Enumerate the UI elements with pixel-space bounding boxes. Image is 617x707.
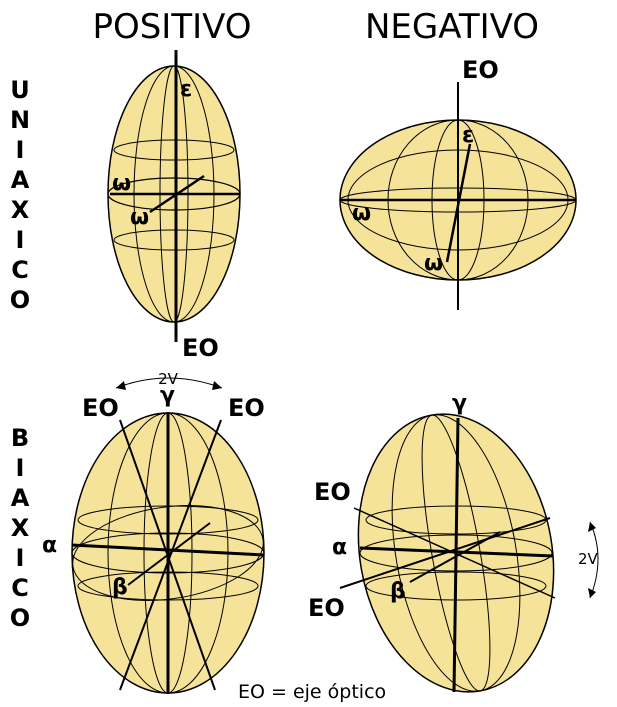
bi-neg-eo-label-top: EO xyxy=(314,478,351,506)
bi-neg-gamma-label: γ xyxy=(452,391,467,416)
biaxial-negative-ellipsoid xyxy=(339,413,599,693)
biaxial-positive-ellipsoid xyxy=(71,377,265,694)
bi-pos-beta-label: β xyxy=(112,575,128,600)
bi-neg-beta-label: β xyxy=(390,579,406,604)
row-uniaxial-letter: X xyxy=(11,196,30,224)
bi-pos-gamma-label: γ xyxy=(160,383,175,408)
bi-pos-alpha-label: α xyxy=(42,533,57,558)
uniaxial-positive-ellipsoid xyxy=(107,50,241,342)
row-biaxial-letter: I xyxy=(16,454,25,482)
row-biaxial-letter: C xyxy=(11,574,29,602)
row-biaxial-letter: I xyxy=(16,544,25,572)
bi-neg-eo-label-bottom: EO xyxy=(308,594,345,622)
row-biaxial-letter: O xyxy=(10,604,30,632)
bi-pos-eo-label-left: EO xyxy=(82,394,119,422)
uni-pos-epsilon-label: ε xyxy=(180,77,192,102)
row-uniaxial-letter: A xyxy=(11,166,30,194)
uni-pos-omega-label-2: ω xyxy=(130,205,149,230)
header-positive: POSITIVO xyxy=(92,7,251,47)
uniaxial-negative-ellipsoid xyxy=(339,82,577,310)
uni-neg-eo-label: EO xyxy=(462,56,499,84)
row-uniaxial-letter: O xyxy=(10,286,30,314)
uni-neg-omega-label-2: ω xyxy=(424,251,443,276)
row-biaxial-letter: A xyxy=(11,484,30,512)
row-uniaxial-letter: I xyxy=(16,136,25,164)
row-uniaxial-letter: U xyxy=(10,76,30,104)
footer-legend: EO = eje óptico xyxy=(238,681,386,703)
uni-pos-omega-label-1: ω xyxy=(112,171,131,196)
bi-pos-eo-label-right: EO xyxy=(228,394,265,422)
row-biaxial-letter: X xyxy=(11,514,30,542)
uni-neg-epsilon-label: ε xyxy=(462,123,474,148)
row-uniaxial-letter: N xyxy=(10,106,30,134)
header-negative: NEGATIVO xyxy=(365,7,539,47)
bi-neg-alpha-label: α xyxy=(332,535,347,560)
uni-pos-eo-label: EO xyxy=(182,334,219,362)
row-uniaxial-letter: C xyxy=(11,256,29,284)
uni-neg-omega-label-1: ω xyxy=(352,201,371,226)
row-uniaxial-letter: I xyxy=(16,226,25,254)
bi-neg-2v-label: 2V xyxy=(578,550,599,568)
row-biaxial-letter: B xyxy=(11,424,29,452)
bi-pos-2v-label: 2V xyxy=(158,370,179,388)
